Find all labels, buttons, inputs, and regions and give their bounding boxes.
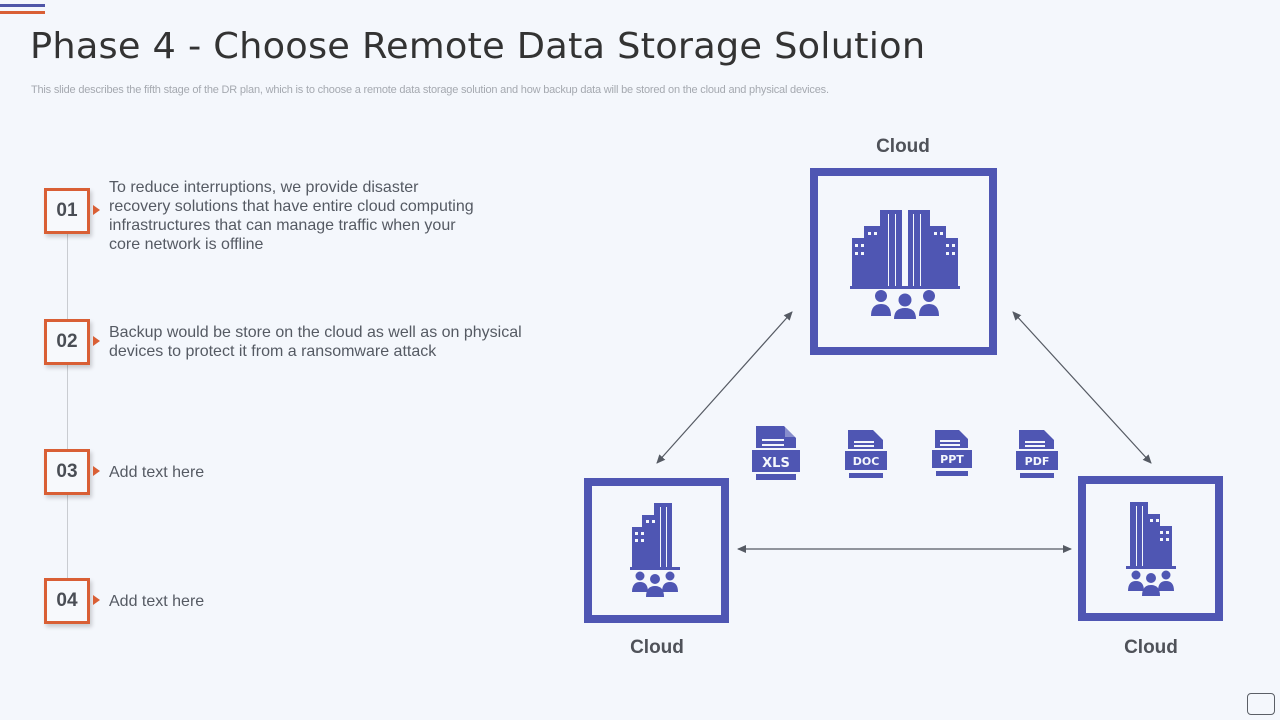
file-type-label: XLS [762, 456, 790, 471]
arrow-top-to-left [656, 311, 793, 464]
left-cloud-label: Cloud [630, 637, 684, 658]
step-text: To reduce interruptions, we provide disa… [109, 179, 474, 253]
step-pointer-icon [93, 466, 100, 476]
ppt-file-icon: PPT [932, 430, 972, 476]
file-type-label: PPT [940, 453, 964, 466]
step-pointer-icon [93, 205, 100, 215]
slide-title: Phase 4 - Choose Remote Data Storage Sol… [30, 26, 926, 67]
file-type-label: PDF [1025, 455, 1050, 468]
step-number-badge: 01 [44, 188, 90, 234]
slide-subtitle: This slide describes the fifth stage of … [31, 84, 829, 96]
step-number-badge: 02 [44, 319, 90, 365]
timeline-line [67, 233, 68, 578]
xls-file-icon: XLS [752, 426, 800, 480]
arrow-top-to-right [1012, 311, 1152, 464]
office-buildings-team-icon [1126, 502, 1176, 596]
left-cloud-node [584, 478, 729, 623]
accent-bar-orange [0, 11, 45, 14]
office-buildings-team-icon [630, 503, 680, 597]
slide-nav-button[interactable] [1247, 693, 1275, 715]
file-type-label: DOC [853, 455, 880, 468]
accent-bar-blue [0, 4, 45, 7]
step-pointer-icon [93, 595, 100, 605]
pdf-file-icon: PDF [1016, 430, 1058, 478]
step-number-badge: 03 [44, 449, 90, 495]
top-cloud-node [810, 168, 997, 355]
right-cloud-node [1078, 476, 1223, 621]
step-number-badge: 04 [44, 578, 90, 624]
right-cloud-label: Cloud [1124, 637, 1178, 658]
doc-file-icon: DOC [845, 430, 887, 478]
step-text: Backup would be store on the cloud as we… [109, 324, 522, 360]
step-pointer-icon [93, 336, 100, 346]
step-text: Add text here [109, 464, 205, 481]
top-cloud-label: Cloud [876, 136, 930, 157]
office-buildings-team-icon [850, 210, 960, 319]
step-text: Add text here [109, 593, 205, 610]
